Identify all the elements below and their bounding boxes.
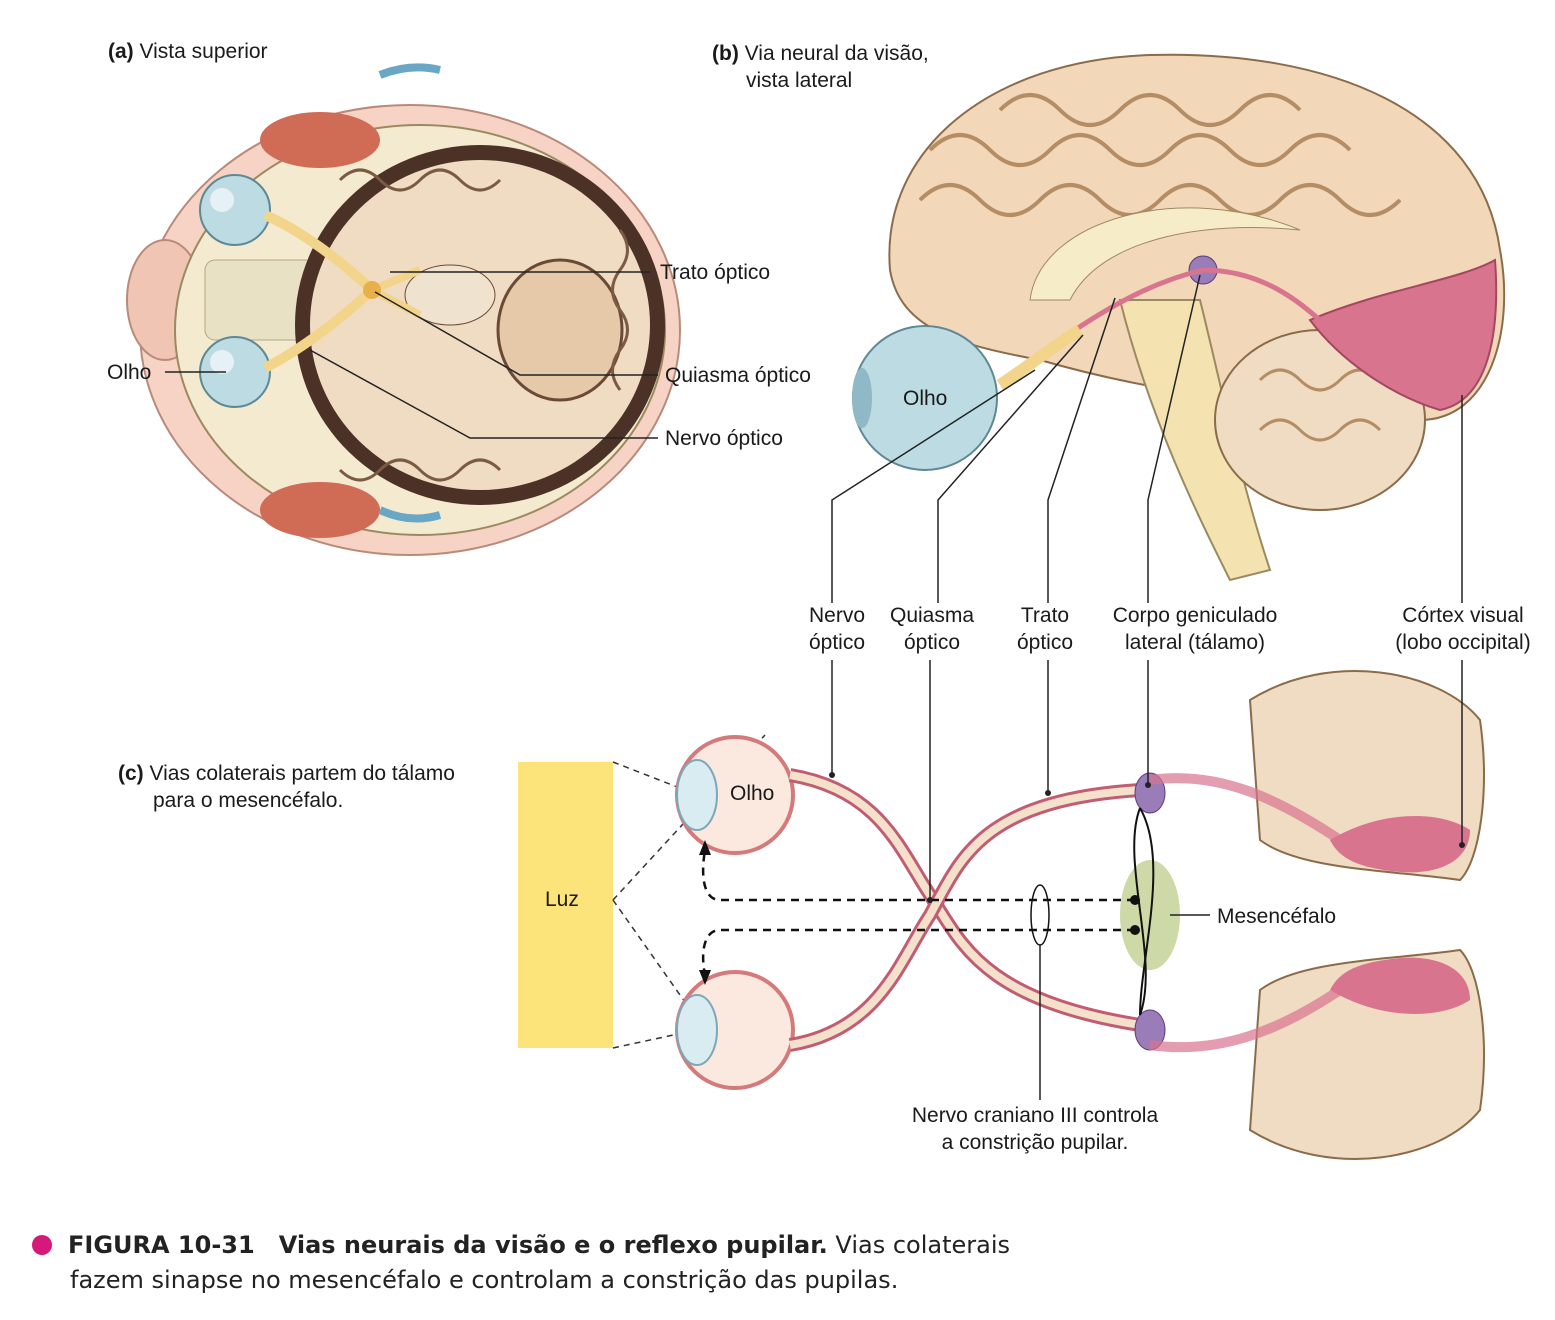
label-c-olho: Olho <box>730 782 775 805</box>
panel-c-letter: (c) <box>118 762 144 785</box>
label-c-nervo-craniano-line2: a constrição pupilar. <box>941 1131 1129 1154</box>
panel-c-title-line2: para o mesencéfalo. <box>153 789 344 812</box>
panel-a-title-text: Vista superior <box>139 40 268 63</box>
label-b-olho: Olho <box>903 387 948 410</box>
panel-b-illustration <box>831 53 1506 603</box>
panel-b-title-line1: Via neural da visão, <box>744 42 929 65</box>
label-c-nervo-craniano-line1: Nervo craniano III controla <box>911 1104 1159 1127</box>
brainstem <box>1118 299 1272 582</box>
label-a-quiasma-optico: Quiasma óptico <box>665 364 811 387</box>
figure-caption: FIGURA 10-31 Vias neurais da visão e o re… <box>32 1228 1132 1298</box>
label-b-corpo-geniculado: Corpo geniculado lateral (tálamo) <box>1090 602 1300 656</box>
label-b-corpo-line1: Corpo geniculado <box>1112 604 1278 627</box>
caption-title: Vias neurais da visão e o reflexo pupila… <box>278 1231 828 1259</box>
panel-c-illustration <box>518 660 1485 1160</box>
chiasm-a <box>363 281 381 299</box>
label-b-quiasma-optico: Quiasma óptico <box>872 602 992 656</box>
midbrain <box>404 264 496 326</box>
panel-a-illustration <box>126 63 681 556</box>
label-b-quiasma-line2: óptico <box>903 631 961 654</box>
panel-b-title-line2: vista lateral <box>746 69 853 92</box>
panel-b-letter: (b) <box>712 42 739 65</box>
panel-a-title: (a) Vista superior <box>108 38 268 65</box>
label-c-nervo-craniano: Nervo craniano III controla a constrição… <box>880 1102 1190 1156</box>
label-a-trato-optico: Trato óptico <box>660 261 771 284</box>
luz-box <box>518 762 613 1048</box>
panel-b-title: (b) Via neural da visão, vista lateral <box>712 40 929 94</box>
label-a-nervo-optico: Nervo óptico <box>665 427 783 450</box>
caption-figure-number: FIGURA 10-31 <box>68 1231 255 1259</box>
label-c-mesencefalo: Mesencéfalo <box>1217 905 1337 928</box>
label-b-cortex-visual: Córtex visual (lobo occipital) <box>1378 602 1548 656</box>
label-b-corpo-line2: lateral (tálamo) <box>1124 631 1266 654</box>
corpus-callosum <box>1029 207 1301 301</box>
label-b-trato-line1: Trato <box>1020 604 1070 627</box>
muscle-top <box>260 112 380 168</box>
muscle-bottom <box>260 482 380 538</box>
label-b-nervo-line2: óptico <box>808 631 866 654</box>
label-b-nervo-optico: Nervo óptico <box>782 602 892 656</box>
label-b-trato-optico: Trato óptico <box>990 602 1100 656</box>
caption-bullet <box>32 1235 52 1255</box>
nerve-bottom-to-top <box>788 783 1141 1052</box>
caption-text-line2: fazem sinapse no mesencéfalo e controlam… <box>70 1266 899 1294</box>
panel-c-title: (c) Vias colaterais partem do tálamo par… <box>118 760 455 814</box>
label-c-luz: Luz <box>545 888 579 911</box>
label-b-quiasma-line1: Quiasma <box>889 604 975 627</box>
label-b-nervo-line1: Nervo <box>808 604 866 627</box>
cerebellum <box>496 258 624 402</box>
caption-text-line1: Vias colaterais <box>835 1231 1010 1259</box>
visual-cortex <box>1308 258 1498 412</box>
brain-inner <box>310 160 650 490</box>
label-b-trato-line2: óptico <box>1016 631 1074 654</box>
label-b-cortex-line2: (lobo occipital) <box>1395 631 1531 654</box>
label-a-olho: Olho <box>107 361 152 384</box>
panel-a-letter: (a) <box>108 40 134 63</box>
panel-c-title-line1: Vias colaterais partem do tálamo <box>149 762 455 785</box>
label-b-cortex-line1: Córtex visual <box>1402 604 1524 627</box>
eye-top <box>199 174 271 246</box>
